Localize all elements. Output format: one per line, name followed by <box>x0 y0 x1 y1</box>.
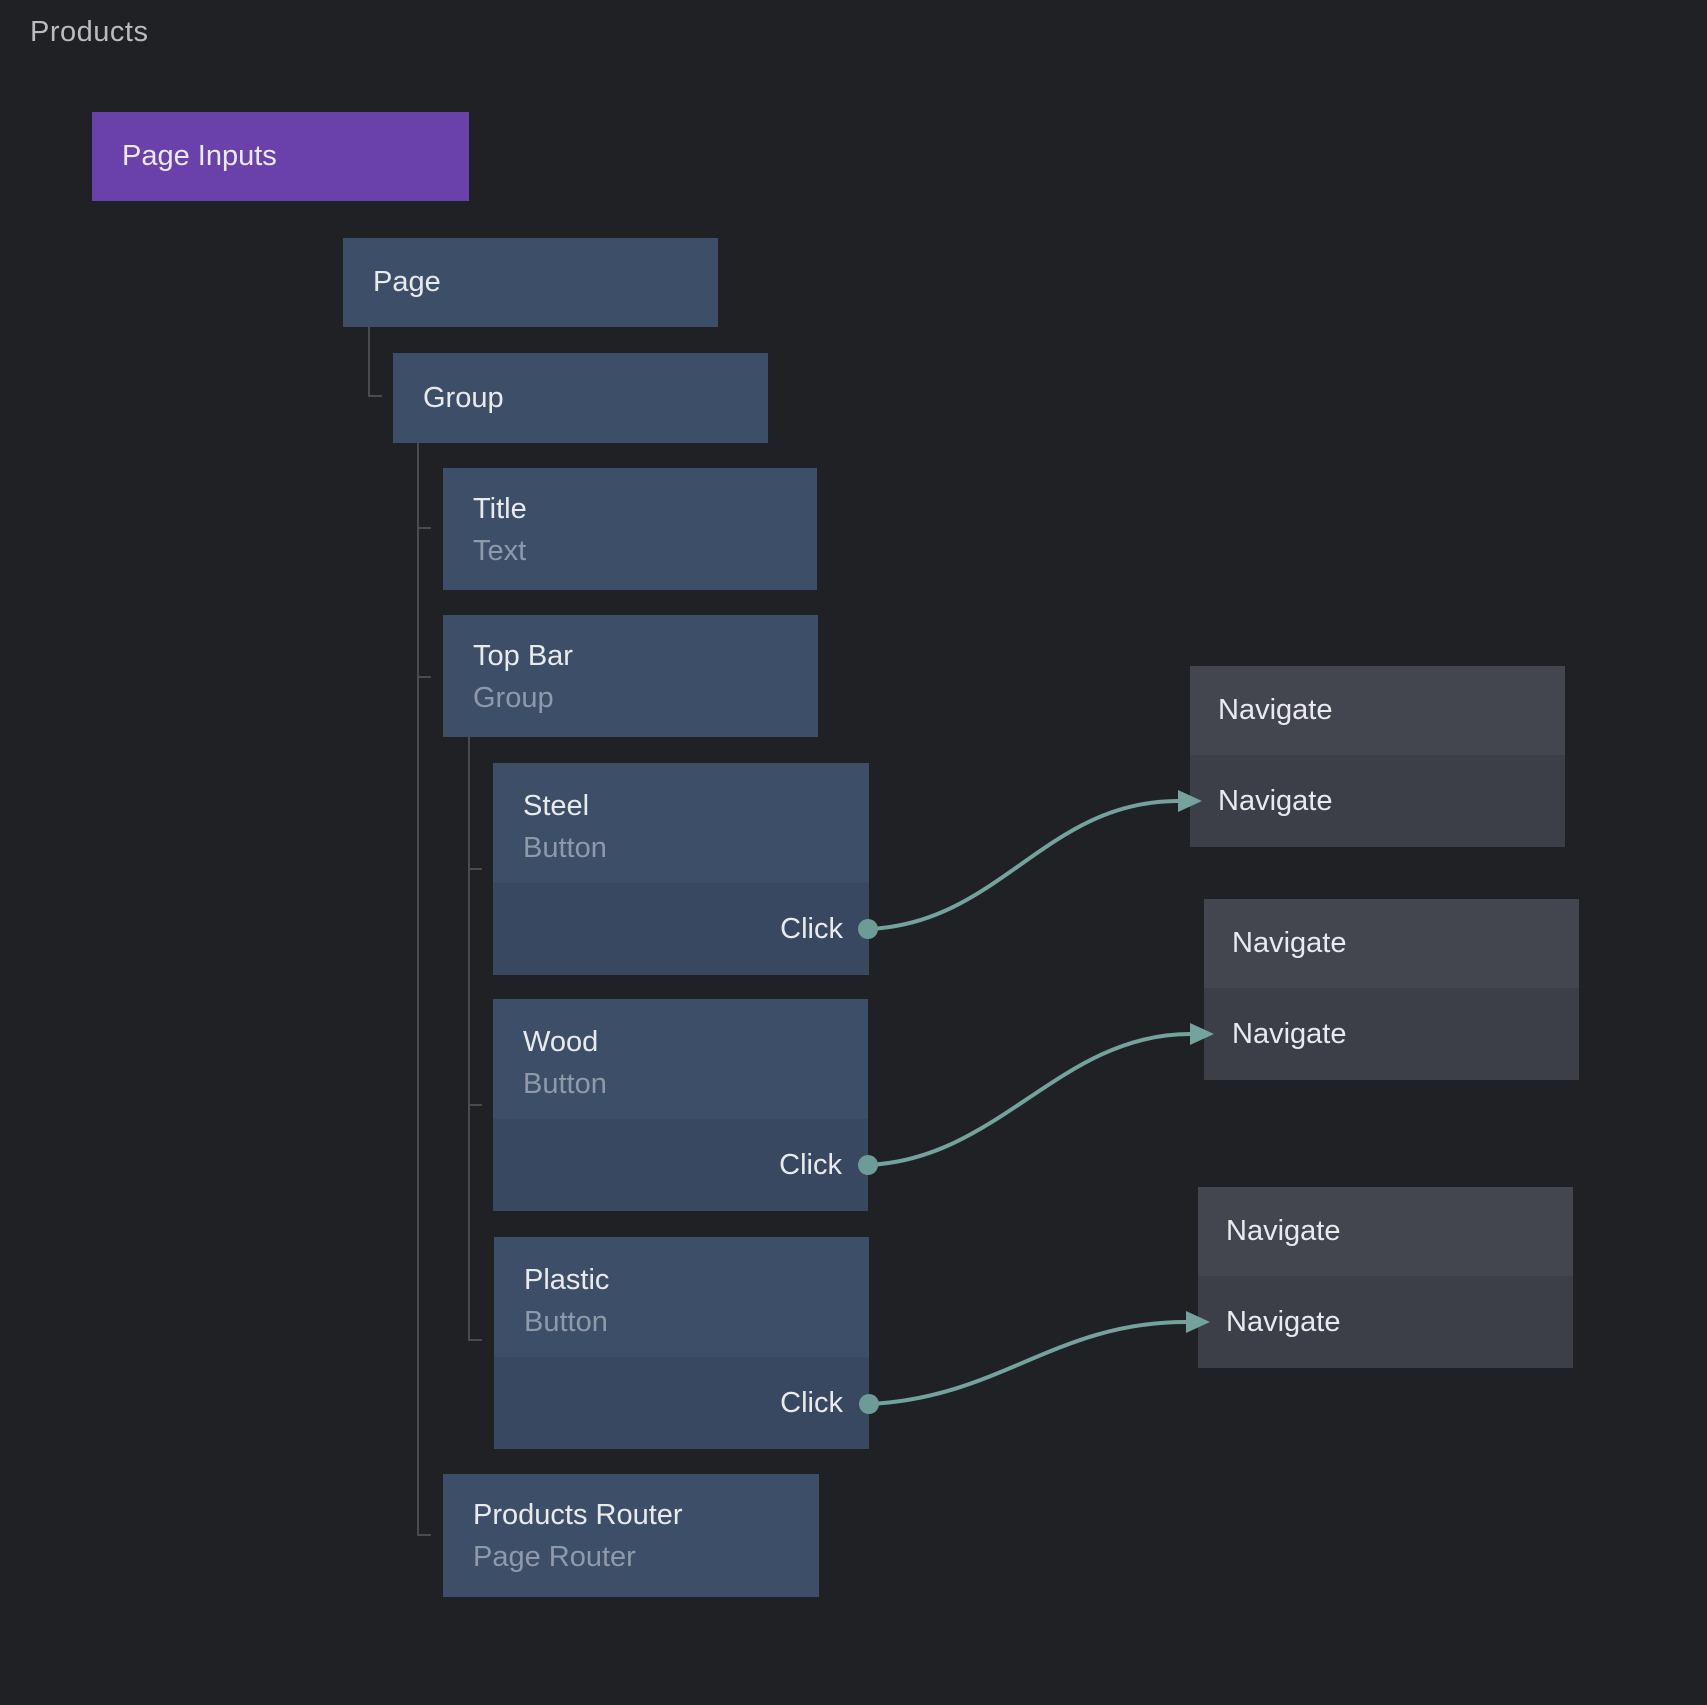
node-wood[interactable]: Wood Button Click <box>493 999 868 1211</box>
node-plastic-header: Plastic Button <box>494 1237 869 1357</box>
node-top-bar[interactable]: Top Bar Group <box>443 615 818 737</box>
wire-steel-click-to-navigate-1[interactable] <box>867 799 1179 931</box>
node-plastic[interactable]: Plastic Button Click <box>494 1237 869 1449</box>
tree-line-stub-steel <box>470 868 482 870</box>
node-plastic-type: Button <box>524 1306 608 1338</box>
node-navigate-3-input-port-row[interactable]: Navigate <box>1198 1276 1573 1368</box>
node-steel-header: Steel Button <box>493 763 869 883</box>
node-steel-type: Button <box>523 832 607 864</box>
node-page-inputs-label: Page Inputs <box>122 140 277 172</box>
tree-line-group-vertical <box>417 443 419 1536</box>
node-wood-header: Wood Button <box>493 999 868 1119</box>
node-steel-click-port-label: Click <box>780 912 843 945</box>
node-wood-click-port-label: Click <box>779 1148 842 1181</box>
node-plastic-label: Plastic <box>524 1264 610 1296</box>
node-wood-click-port-row[interactable]: Click <box>493 1119 868 1211</box>
node-title[interactable]: Title Text <box>443 468 817 590</box>
node-wood-label: Wood <box>523 1026 599 1058</box>
node-navigate-3-input-port-label: Navigate <box>1226 1305 1341 1338</box>
node-top-bar-label: Top Bar <box>473 640 573 672</box>
tree-line-stub-wood <box>470 1104 482 1106</box>
node-products-router[interactable]: Products Router Page Router <box>443 1474 819 1597</box>
node-navigate-1-input-port-label: Navigate <box>1218 784 1333 817</box>
node-group-label: Group <box>423 381 504 414</box>
node-steel-click-port-row[interactable]: Click <box>493 883 869 975</box>
tree-line-top-bar-vertical <box>468 737 470 1341</box>
tree-line-stub-plastic <box>470 1339 482 1341</box>
node-group[interactable]: Group <box>393 353 768 443</box>
node-title-label: Title <box>473 493 527 525</box>
wire-plastic-click-to-navigate-3[interactable] <box>868 1320 1187 1406</box>
node-page[interactable]: Page <box>343 238 718 327</box>
node-products-router-label: Products Router <box>473 1499 683 1531</box>
tree-line-stub-products-router <box>419 1534 431 1536</box>
node-navigate-1[interactable]: Navigate Navigate <box>1190 666 1565 847</box>
node-top-bar-type: Group <box>473 682 554 714</box>
node-page-label: Page <box>373 266 441 298</box>
node-page-inputs[interactable]: Page Inputs <box>92 112 469 201</box>
node-products-router-type: Page Router <box>473 1541 636 1573</box>
node-steel-label: Steel <box>523 790 590 822</box>
node-navigate-1-label: Navigate <box>1218 694 1333 726</box>
node-title-type: Text <box>473 535 527 567</box>
tree-line-stub-title <box>419 527 431 529</box>
tree-line-page-vertical <box>368 327 370 397</box>
node-plastic-click-port-label: Click <box>780 1386 843 1419</box>
node-navigate-3-label: Navigate <box>1226 1215 1341 1247</box>
node-navigate-2-input-port-row[interactable]: Navigate <box>1204 988 1579 1080</box>
tree-line-stub-top-bar <box>419 676 431 678</box>
node-navigate-2-label: Navigate <box>1232 927 1347 959</box>
node-navigate-2-header: Navigate <box>1204 899 1579 988</box>
node-steel[interactable]: Steel Button Click <box>493 763 869 975</box>
node-navigate-3[interactable]: Navigate Navigate <box>1198 1187 1573 1369</box>
node-plastic-click-port-row[interactable]: Click <box>494 1357 869 1449</box>
node-navigate-2[interactable]: Navigate Navigate <box>1204 899 1579 1080</box>
wire-wood-click-to-navigate-2[interactable] <box>867 1032 1191 1167</box>
page-title: Products <box>30 16 149 48</box>
node-wood-type: Button <box>523 1068 607 1100</box>
node-navigate-1-input-port-row[interactable]: Navigate <box>1190 755 1565 847</box>
node-navigate-1-header: Navigate <box>1190 666 1565 755</box>
tree-line-stub-group <box>368 395 382 397</box>
node-navigate-3-header: Navigate <box>1198 1187 1573 1276</box>
node-navigate-2-input-port-label: Navigate <box>1232 1017 1347 1050</box>
